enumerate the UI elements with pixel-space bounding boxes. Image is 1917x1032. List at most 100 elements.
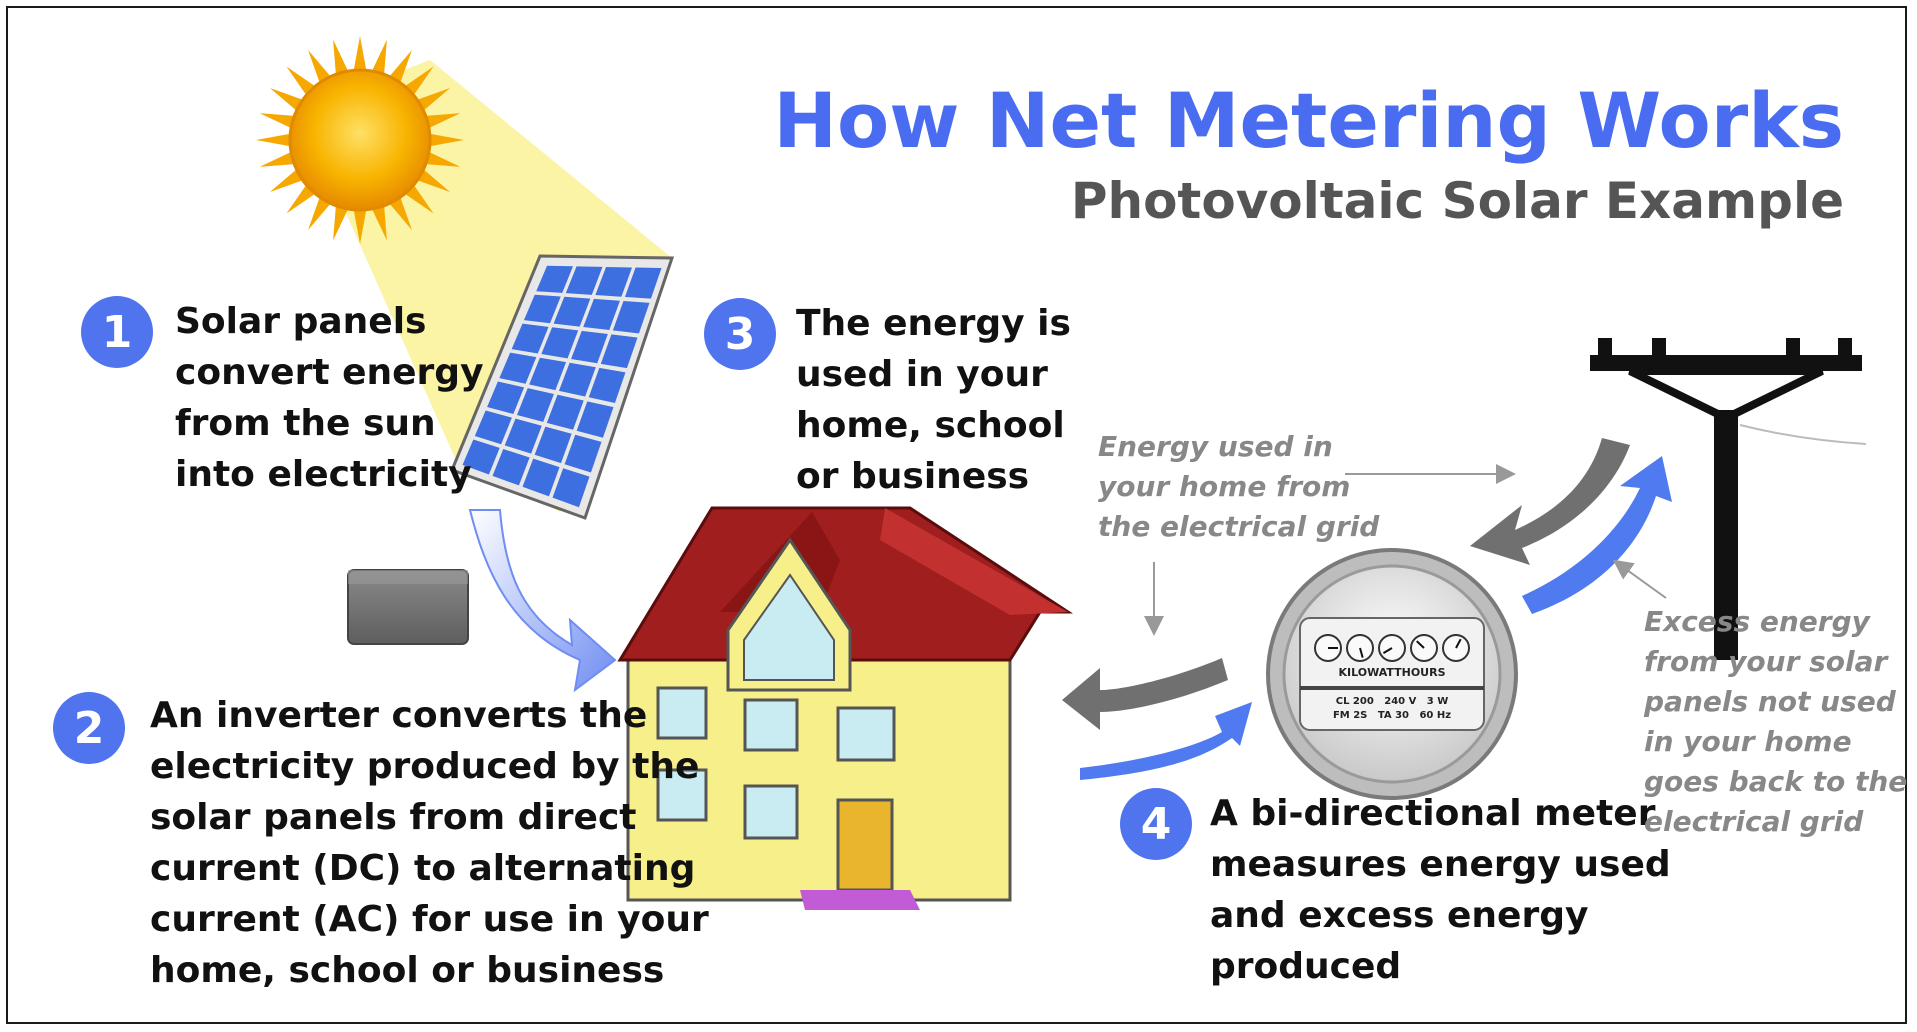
step-3-text: The energy is used in your home, school … (796, 298, 1071, 502)
annotation-line: in your home (1644, 725, 1852, 758)
solar-cell (552, 468, 590, 508)
step-1-text: Solar panels convert energy from the sun… (175, 296, 484, 500)
page-subtitle: Photovoltaic Solar Example (1070, 172, 1844, 230)
step-2-line: current (DC) to alternating (150, 848, 696, 889)
step-2-line: electricity produced by the (150, 746, 700, 787)
sun-ray (308, 197, 331, 231)
step-3-line: The energy is (796, 303, 1071, 344)
step-3-badge: 3 (704, 298, 776, 370)
solar-cell (487, 381, 525, 414)
solar-cell (504, 418, 542, 454)
sun-ray (371, 39, 387, 75)
sun-ray (269, 88, 303, 111)
sun-ray (269, 169, 303, 192)
solar-cell (529, 357, 567, 391)
step-2-line: An inverter converts the (150, 695, 648, 736)
step-1-line: convert energy (175, 352, 484, 393)
solar-cell (595, 266, 633, 297)
step-4-line: measures energy used (1210, 844, 1671, 885)
flow-arrow-meter-to-house (1062, 658, 1228, 730)
flow-arrow-house-to-meter (1080, 702, 1252, 780)
solar-cell (534, 426, 572, 464)
step-4-badge: 4 (1120, 788, 1192, 860)
meter-dial-hand (1416, 640, 1425, 649)
solar-cell (474, 410, 512, 445)
sun-ray (259, 151, 295, 167)
inverter-icon (347, 569, 469, 645)
step-1-line: Solar panels (175, 301, 427, 342)
solar-cell (516, 388, 554, 422)
solar-cell (612, 300, 650, 334)
solar-cell (564, 434, 602, 473)
flow-arrow-meter-to-grid (1522, 456, 1672, 614)
solar-cell (499, 352, 537, 384)
step-4-line: produced (1210, 946, 1402, 987)
sun-ray (417, 88, 451, 111)
solar-cell (522, 458, 560, 497)
step-2-line: current (AC) for use in your (150, 899, 709, 940)
sun-ray (333, 39, 349, 75)
annotation-line: electrical grid (1644, 805, 1864, 838)
flow-arrow-panel-to-house (468, 509, 617, 693)
step-3-line: used in your (796, 354, 1048, 395)
sun-ray (371, 205, 387, 241)
solar-cell (523, 294, 561, 324)
solar-cell (565, 266, 603, 295)
annotation-line: panels not used (1644, 685, 1896, 718)
solar-cell (583, 298, 620, 331)
step-2-line: home, school or business (150, 950, 665, 991)
solar-cell (553, 296, 591, 327)
meter-dial-hand (1359, 647, 1364, 658)
step-1-line: into electricity (175, 454, 472, 495)
sun-ray (286, 184, 316, 214)
annotation-line: your home from (1098, 470, 1351, 503)
house-icon (617, 506, 1074, 910)
step-1-badge: 1 (81, 296, 153, 368)
solar-cell (546, 394, 584, 430)
sun-ray (333, 205, 349, 241)
solar-cell (536, 265, 573, 293)
solar-cell (462, 439, 500, 475)
flow-arrow-grid-to-meter (1470, 438, 1630, 565)
annotation-line: Excess energy (1644, 605, 1870, 638)
sun-ray (259, 113, 295, 129)
sun-icon (256, 36, 464, 244)
sun-ray (353, 36, 367, 71)
step-4-line: and excess energy (1210, 895, 1589, 936)
bi-directional-meter-icon (1266, 548, 1518, 800)
solar-cell (600, 334, 638, 369)
sun-ray (256, 133, 291, 147)
annotation-arrow (1612, 559, 1667, 599)
meter-label: KILOWATTHOURS (1338, 666, 1445, 679)
step-3-line: home, school (796, 405, 1065, 446)
step-4-text: A bi-directional meter measures energy u… (1210, 788, 1671, 992)
meter-spec-line-2: FM 2S TA 30 60 Hz (1333, 710, 1451, 721)
annotation-line: goes back to the (1644, 765, 1908, 798)
annotation-energy-from-grid: Energy used in your home from the electr… (1098, 427, 1379, 547)
meter-spec-line-1: CL 200 240 V 3 W (1336, 696, 1449, 707)
sun-ray (429, 133, 464, 147)
step-1-line: from the sun (175, 403, 436, 444)
annotation-excess-energy-to-grid: Excess energy from your solar panels not… (1644, 602, 1907, 842)
solar-cell (624, 267, 662, 299)
sun-ray (404, 184, 434, 214)
step-2-badge: 2 (53, 692, 125, 764)
solar-cell (558, 362, 596, 397)
meter-dial-hand (1382, 647, 1393, 655)
step-2-text: An inverter converts the electricity pro… (150, 690, 709, 996)
sun-ray (425, 151, 461, 167)
sun-ray (286, 66, 316, 96)
step-4-line: A bi-directional meter (1210, 793, 1656, 834)
page-title: How Net Metering Works (773, 76, 1844, 165)
solar-cell (541, 327, 579, 359)
solar-panel-icon (450, 254, 675, 520)
annotation-line: Energy used in (1098, 430, 1333, 463)
sun-ray (308, 49, 331, 83)
sun-ray (389, 49, 412, 83)
sun-ray (353, 209, 367, 244)
sun-ray (425, 113, 461, 129)
sun-ray (389, 197, 412, 231)
sun-ray (404, 66, 434, 96)
sun-ray (417, 169, 451, 192)
